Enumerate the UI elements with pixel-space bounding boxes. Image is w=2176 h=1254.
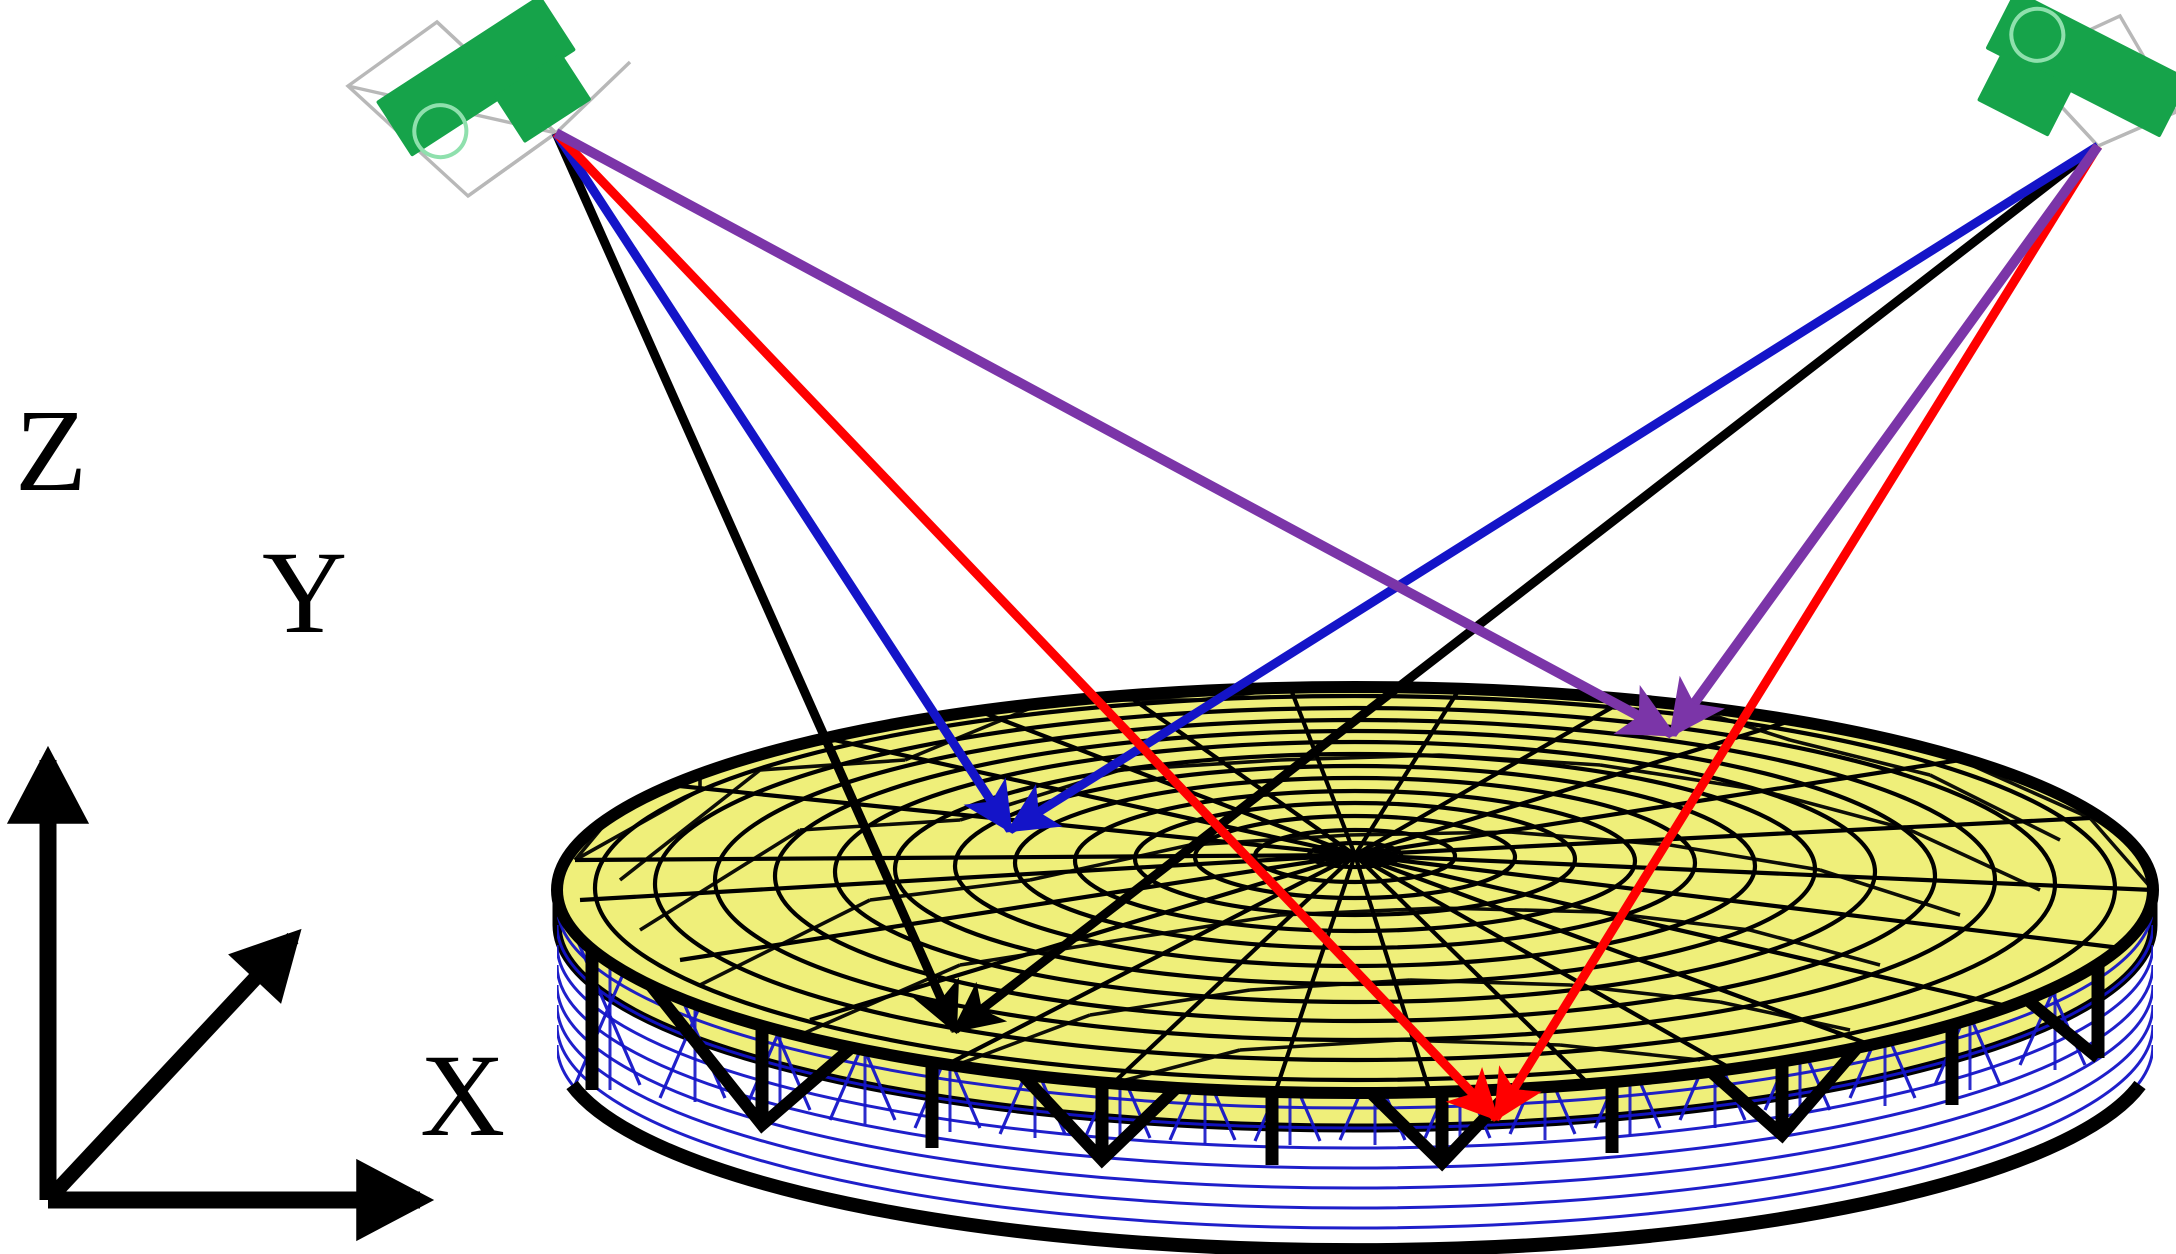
camera-left[interactable] [376, 0, 604, 199]
camera-right[interactable] [1963, 0, 2176, 182]
camera-right-lens-icon [2009, 6, 2066, 63]
camera-left-lens-barrel [494, 53, 591, 143]
camera-right-lens-barrel [1977, 51, 2073, 137]
ray-left-purple [553, 128, 1677, 739]
ray-right-purple [1667, 143, 2103, 739]
ray-left-blue [552, 130, 1014, 834]
camera-left-body [376, 0, 576, 157]
x-axis-label: X [420, 1030, 505, 1161]
z-axis-label: Z [15, 385, 87, 516]
ray-right-blue [1006, 142, 2101, 834]
coordinate-axis-triad: Z Y X [6, 385, 505, 1242]
y-axis-arrow [42, 928, 302, 1206]
base-bottom-chord [566, 1080, 2146, 1254]
ray-left-black [551, 131, 960, 1035]
y-axis-label: Y [262, 527, 347, 658]
dish-outer-rim [551, 681, 2159, 1099]
camera-right-body [1986, 0, 2176, 138]
ray-right-red [1492, 143, 2102, 1122]
ray-left-red [552, 129, 1500, 1122]
camera-left-lens-icon [412, 103, 469, 160]
ray-right-black [951, 142, 2101, 1034]
